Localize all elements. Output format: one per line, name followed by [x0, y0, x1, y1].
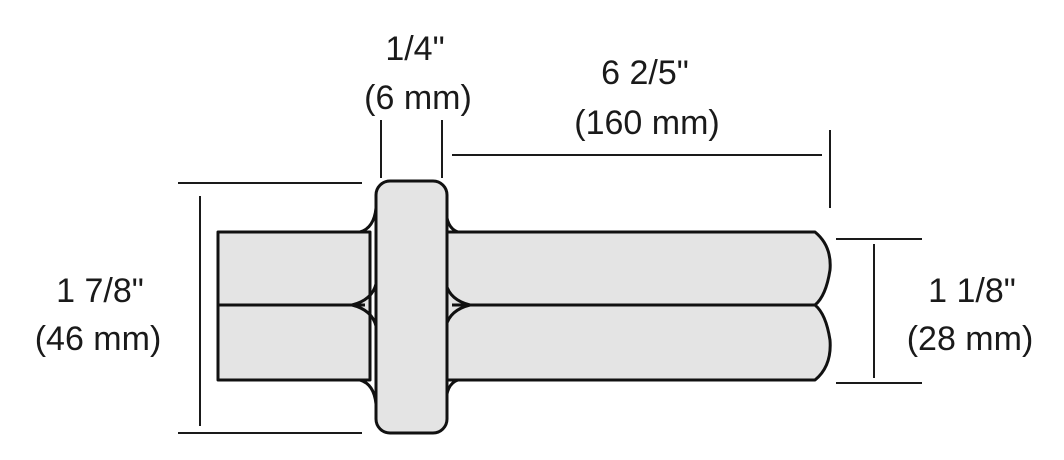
shank-diameter-imperial-label: 1 1/8": [928, 272, 1016, 310]
shank-diameter-metric-label: (28 mm): [907, 320, 1034, 358]
shank-length-metric-label: (160 mm): [574, 104, 719, 142]
right-shank: [438, 230, 832, 382]
collar-fillets: [351, 207, 471, 405]
collar-width-imperial-label: 1/4": [385, 30, 444, 68]
shank-length-imperial-label: 6 2/5": [601, 54, 689, 92]
collar-width-metric-label: (6 mm): [364, 79, 472, 117]
collar: [374, 179, 449, 435]
left-shank: [216, 230, 372, 382]
collar-diameter-imperial-label: 1 7/8": [56, 272, 144, 310]
dimension-lines: [178, 120, 922, 434]
collar-diameter-metric-label: (46 mm): [35, 320, 162, 358]
